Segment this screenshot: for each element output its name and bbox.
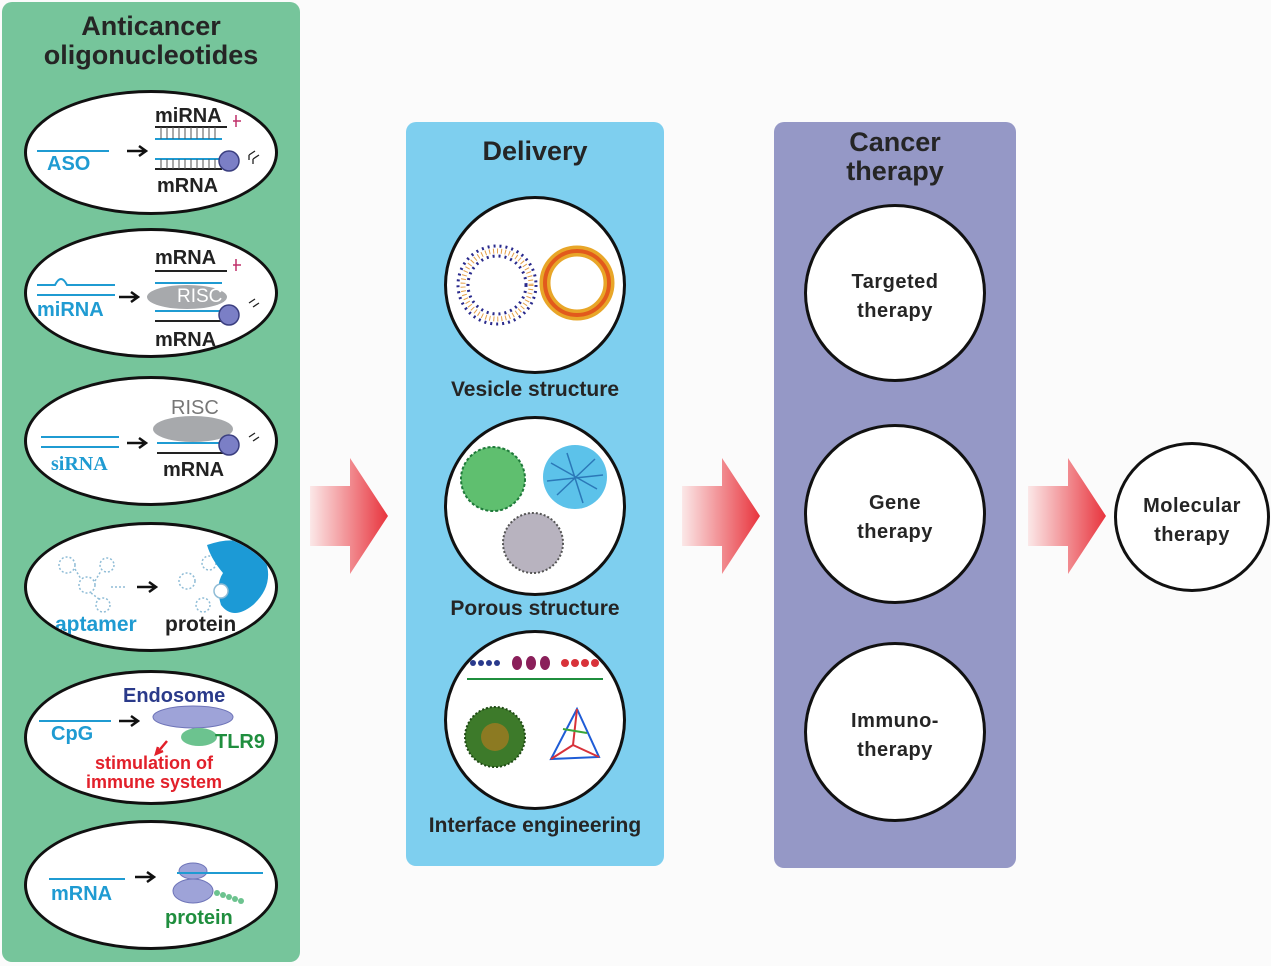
aptamer-diagram xyxy=(58,540,269,613)
immune-stimulation-label: stimulation of immune system xyxy=(85,753,223,792)
cpg-diagram xyxy=(39,705,234,757)
mrna-ellipse: mRNA protein xyxy=(24,820,278,950)
aso-label: ASO xyxy=(47,153,91,175)
porous-icon xyxy=(460,445,607,574)
sirna-ellipse: siRNA RISC mRNA xyxy=(24,376,278,506)
immunotherapy-label: Immuno- therapy xyxy=(851,710,939,761)
vesicle-circle xyxy=(444,196,626,374)
targeted-therapy-circle: Targeted therapy xyxy=(804,204,986,382)
interface-caption: Interface engineering xyxy=(428,814,642,837)
risc-label-2: RISC xyxy=(171,397,219,419)
interface-circle xyxy=(444,630,626,810)
molecular-therapy-label: Molecular therapy xyxy=(1143,495,1241,546)
tlr9-label: TLR9 xyxy=(215,731,265,753)
molecular-therapy-circle: Molecular therapy xyxy=(1114,442,1270,592)
sirna-label: siRNA xyxy=(51,453,108,475)
endosome-label: Endosome xyxy=(123,685,226,707)
risc-label: RISC xyxy=(177,286,223,307)
aso-top-label: miRNA xyxy=(155,105,222,127)
gene-therapy-circle: Gene therapy xyxy=(804,424,986,604)
arrow-right-icon xyxy=(1028,458,1106,574)
delivery-title: Delivery xyxy=(482,136,588,166)
cpg-label: CpG xyxy=(51,723,94,745)
mrna-label: mRNA xyxy=(51,883,113,905)
sirna-diagram xyxy=(41,416,260,456)
mrna-bottom-label: protein xyxy=(165,907,233,929)
gene-therapy-label: Gene therapy xyxy=(857,492,933,543)
aptamer-ellipse: aptamer protein xyxy=(24,522,278,652)
aptamer-bottom-label: protein xyxy=(165,613,237,636)
mirna-ellipse: miRNA mRNA RISC mRNA xyxy=(24,228,278,358)
mirna-top-label: mRNA xyxy=(155,247,217,269)
aso-diagram xyxy=(37,115,260,172)
vesicle-caption: Vesicle structure xyxy=(450,378,620,401)
mrna-diagram xyxy=(49,862,263,904)
arrow-right-icon xyxy=(682,458,760,574)
cpg-ellipse: CpG Endosome TLR9 stimulation of immune … xyxy=(24,670,278,805)
mirna-label: miRNA xyxy=(37,299,104,321)
aptamer-label: aptamer xyxy=(55,613,137,636)
targeted-therapy-label: Targeted therapy xyxy=(851,271,939,322)
porous-caption: Porous structure xyxy=(450,597,620,620)
aso-bottom-label: mRNA xyxy=(157,175,219,197)
aso-ellipse: ASO miRNA mRNA xyxy=(24,90,278,215)
mirna-diagram xyxy=(37,259,260,326)
vesicle-icon xyxy=(456,244,615,326)
interface-icon xyxy=(464,656,603,768)
oligonucleotides-title: Anticancer oligonucleotides xyxy=(43,11,259,70)
arrow-right-icon xyxy=(310,458,388,574)
sirna-bottom-label: mRNA xyxy=(163,459,225,481)
cancer-therapy-title: Cancer therapy xyxy=(846,127,944,186)
porous-circle xyxy=(444,416,626,596)
mirna-bottom-label: mRNA xyxy=(155,329,217,351)
immunotherapy-circle: Immuno- therapy xyxy=(804,642,986,822)
